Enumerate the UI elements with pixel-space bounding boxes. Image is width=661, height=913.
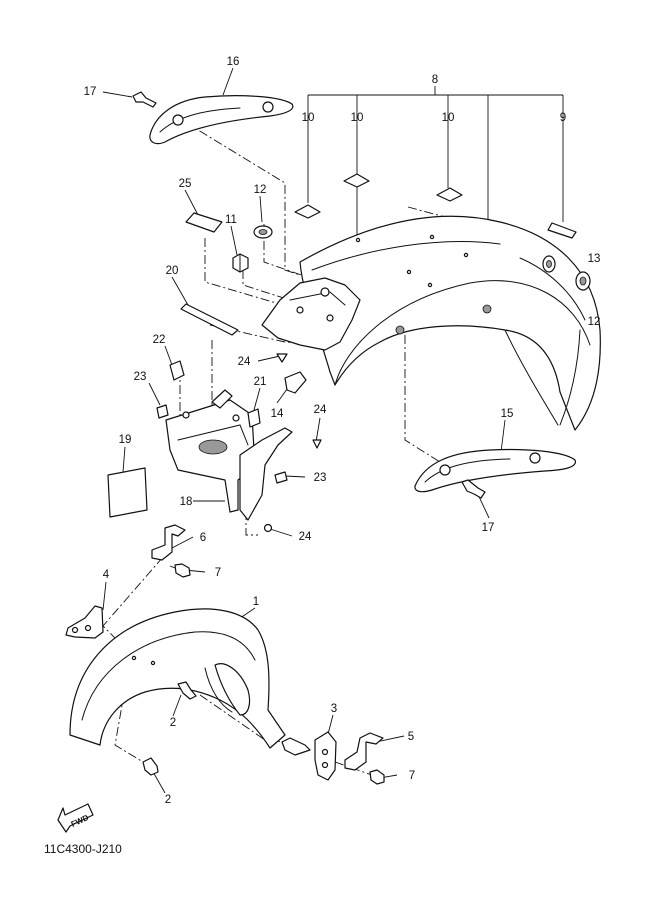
small-clips (156, 360, 307, 484)
callout: 10 (442, 112, 455, 124)
callout: 2 (170, 717, 176, 729)
front-fender (69, 608, 286, 749)
callout: 6 (200, 532, 206, 544)
callout: 24 (314, 404, 327, 416)
rear-fender (299, 215, 601, 431)
hose-clamps (151, 524, 384, 771)
callout: 25 (179, 178, 192, 190)
callout: 17 (84, 86, 97, 98)
callout: 24 (238, 356, 251, 368)
callout: 22 (153, 334, 166, 346)
part-19-reflector (107, 467, 148, 518)
callout: 1 (253, 596, 259, 608)
callout: 7 (215, 567, 221, 579)
part-16-side-cover (149, 95, 294, 145)
callout: 11 (225, 214, 237, 226)
callout: 10 (351, 112, 364, 124)
callout: 21 (254, 376, 267, 388)
callout-numbers: 16 17 8 10 10 10 9 25 12 11 13 20 12 22 … (84, 56, 601, 806)
grommets (253, 225, 591, 291)
callout: 15 (501, 408, 514, 420)
diagram-code: 11C4300-J210 (44, 842, 122, 856)
callout: 17 (482, 522, 495, 534)
callout: 20 (166, 265, 179, 277)
callout: 3 (331, 703, 337, 715)
fasteners-24 (263, 353, 322, 533)
callout: 7 (409, 770, 415, 782)
part-11-clip (232, 253, 249, 273)
callout: 14 (271, 408, 284, 420)
callout: 5 (408, 731, 414, 743)
callout: 23 (134, 371, 147, 383)
callout: 13 (588, 253, 601, 265)
fender-stays (65, 605, 337, 781)
callout: 9 (560, 112, 566, 124)
small-labels (180, 173, 577, 336)
callout: 16 (227, 56, 240, 68)
rear-fender-bracket (261, 277, 361, 351)
fwd-arrow: FWD (57, 803, 94, 833)
callout: 12 (254, 184, 267, 196)
part-18-license-bracket (165, 389, 293, 521)
callout: 18 (180, 496, 193, 508)
part-15-side-cover (414, 448, 576, 493)
callout: 10 (302, 112, 315, 124)
callout: 23 (314, 472, 327, 484)
callout: 24 (299, 531, 312, 543)
callout: 19 (119, 434, 132, 446)
callout: 2 (165, 794, 171, 806)
bolts-7-2 (142, 563, 385, 785)
callout: 4 (103, 569, 110, 581)
bolts-17 (132, 91, 486, 499)
callout: 8 (432, 74, 438, 86)
callout: 12 (588, 316, 601, 328)
